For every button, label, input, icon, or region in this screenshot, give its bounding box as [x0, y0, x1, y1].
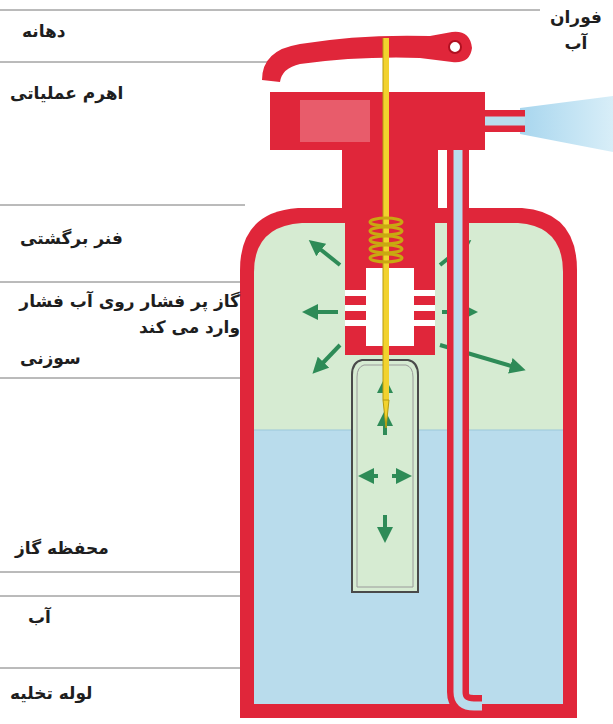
valve-housing: [345, 215, 435, 355]
body-shell: [240, 208, 577, 718]
neck: [342, 150, 438, 220]
operating-lever: [262, 32, 472, 82]
body-inside: [254, 223, 563, 704]
part-label: آب: [28, 604, 51, 630]
part-label: دهانه: [22, 18, 66, 44]
part-label: فنر برگشتی: [20, 225, 123, 251]
part-label: لوله تخلیه: [10, 680, 92, 706]
part-label: اهرم عملیاتی: [10, 80, 123, 106]
note-label: گاز پر فشار روی آب فشار وارد می کند: [8, 288, 240, 340]
discharge-tube: [458, 121, 525, 706]
part-label: سوزنی: [20, 345, 81, 371]
output-label: فوران آب: [544, 4, 608, 56]
pressure-arrows: [310, 245, 518, 535]
part-label: محفظه گاز: [15, 535, 109, 561]
return-spring: [370, 218, 402, 262]
head: [270, 92, 485, 150]
water-jet: [520, 96, 613, 152]
